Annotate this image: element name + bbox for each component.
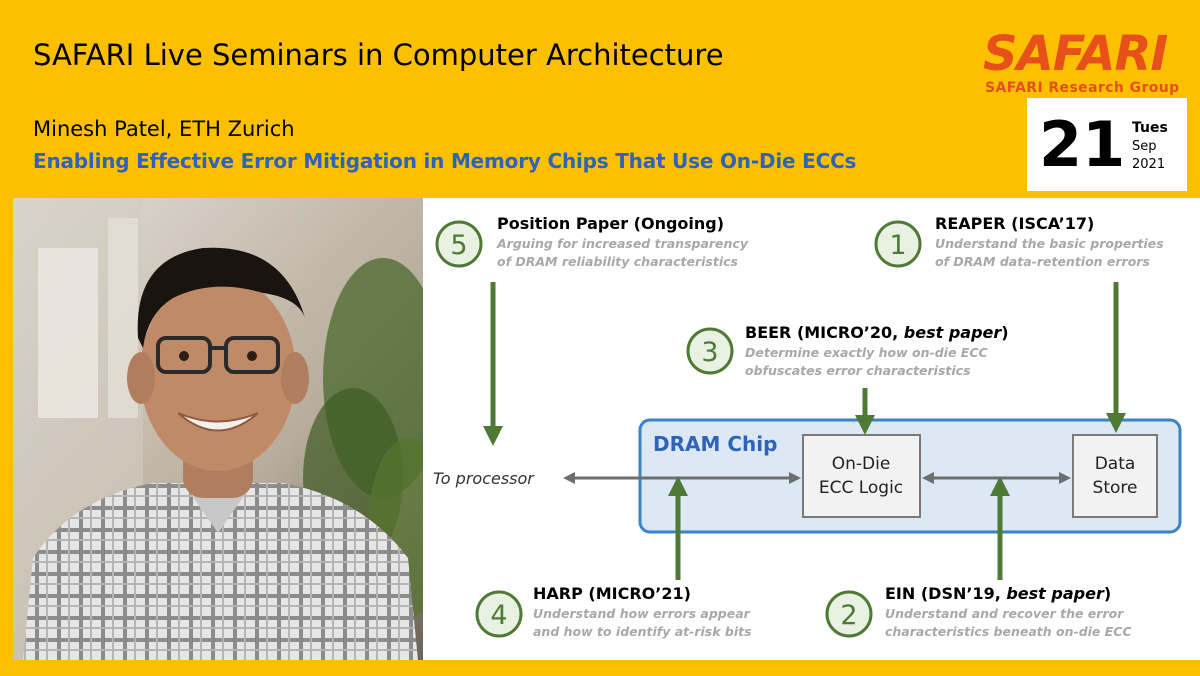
date-month: Sep bbox=[1132, 139, 1157, 154]
step-number-5: 5 bbox=[450, 230, 467, 261]
item-2-desc-line1: Understand and recover the error bbox=[885, 606, 1124, 621]
dram-chip-label: DRAM Chip bbox=[653, 432, 777, 456]
ecc-logic-box bbox=[802, 434, 921, 518]
item-4-desc-line1: Understand how errors appear bbox=[533, 606, 751, 621]
safari-logo: SAFARI bbox=[983, 26, 1168, 82]
store-box-line2: Store bbox=[1093, 478, 1138, 498]
step-circle-5 bbox=[435, 220, 483, 268]
to-processor-label: To processor bbox=[433, 469, 535, 488]
step-number-3: 3 bbox=[701, 337, 718, 368]
item-3-desc-line1: Determine exactly how on-die ECC bbox=[745, 345, 988, 360]
item-4-title: HARP (MICRO’21) bbox=[533, 584, 691, 603]
item-3-title: BEER (MICRO’20, best paper) bbox=[745, 323, 1009, 342]
step-number-4: 4 bbox=[490, 600, 507, 631]
speaker-photo bbox=[13, 198, 423, 660]
ecc-box-line1: On-Die bbox=[832, 454, 891, 474]
diagram-panel: DRAM Chip On-Die ECC Logic Data Store To… bbox=[423, 198, 1200, 660]
step-circle-4 bbox=[475, 590, 523, 638]
step-circle-3 bbox=[686, 327, 734, 375]
date-box: 21 Tues Sep 2021 bbox=[1027, 98, 1187, 191]
data-store-box bbox=[1072, 434, 1158, 518]
item-5-desc-line2: of DRAM reliability characteristics bbox=[497, 254, 738, 269]
item-5-title: Position Paper (Ongoing) bbox=[497, 214, 724, 233]
item-2-title: EIN (DSN’19, best paper) bbox=[885, 584, 1111, 603]
step-number-1: 1 bbox=[889, 230, 906, 261]
series-title: SAFARI Live Seminars in Computer Archite… bbox=[33, 38, 724, 72]
item-3-desc-line2: obfuscates error characteristics bbox=[745, 363, 971, 378]
date-weekday: Tues bbox=[1132, 120, 1168, 136]
step-circle-2 bbox=[825, 590, 873, 638]
item-1-desc-line1: Understand the basic properties bbox=[935, 236, 1164, 251]
item-1-title: REAPER (ISCA’17) bbox=[935, 214, 1094, 233]
ecc-box-line2: ECC Logic bbox=[819, 478, 903, 498]
talk-title: Enabling Effective Error Mitigation in M… bbox=[33, 149, 857, 173]
item-5-desc-line1: Arguing for increased transparency bbox=[496, 236, 749, 251]
item-4-desc-line2: and how to identify at-risk bits bbox=[533, 624, 752, 639]
item-2-desc-line2: characteristics beneath on-die ECC bbox=[885, 624, 1132, 639]
item-1-desc-line2: of DRAM data-retention errors bbox=[935, 254, 1150, 269]
date-day: 21 bbox=[1039, 108, 1126, 181]
step-number-2: 2 bbox=[840, 600, 857, 631]
date-year: 2021 bbox=[1132, 157, 1166, 172]
speaker-name: Minesh Patel, ETH Zurich bbox=[33, 117, 295, 141]
step-circle-1 bbox=[874, 220, 922, 268]
store-box-line1: Data bbox=[1095, 454, 1136, 474]
safari-logo-subtitle: SAFARI Research Group bbox=[985, 80, 1180, 96]
